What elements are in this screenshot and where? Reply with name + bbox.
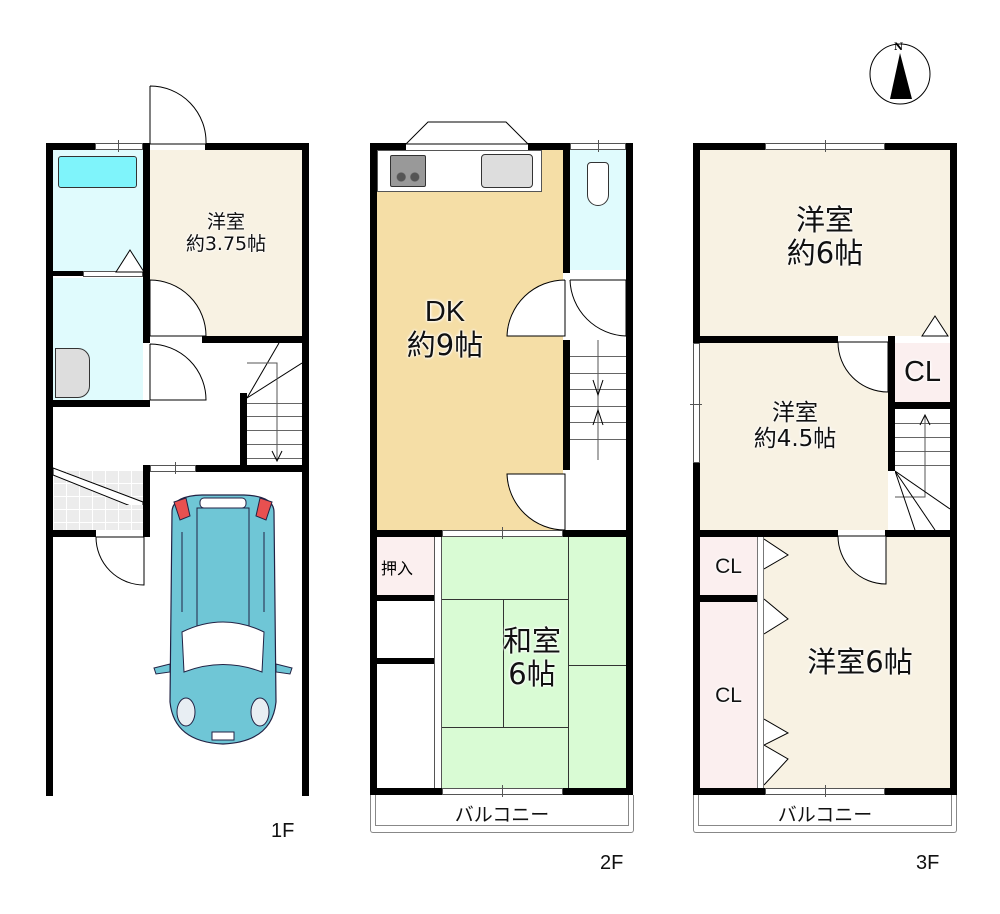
door-swing-icon	[149, 85, 207, 145]
closet-label-cl-1: CL	[903, 356, 942, 388]
floor-label-2f: 2F	[600, 852, 624, 874]
room-label-dk: DK 約9帖	[406, 296, 484, 363]
closet-label-cl-3: CL	[715, 684, 742, 707]
floor-1f: 洋室 約3.75帖 1F	[0, 0, 330, 914]
door-swing-icon	[95, 536, 145, 586]
door-swing-icon	[837, 535, 887, 585]
room-label-japanese: 和室 6帖	[502, 624, 561, 692]
room-western-6-south	[764, 537, 950, 788]
closet-cl-3	[700, 602, 757, 788]
storage-arrow-icon	[921, 315, 949, 337]
closet-cl-2	[700, 537, 757, 595]
closet-doors-icon	[764, 538, 790, 786]
floor-label-3f: 3F	[916, 852, 940, 874]
door-swing-icon	[506, 473, 566, 531]
closet-oshiire	[377, 537, 434, 595]
stairs-2f	[570, 340, 626, 470]
stairs-1f	[247, 343, 302, 465]
storage-arrow-icon	[115, 249, 145, 273]
closet-cl-1	[895, 343, 950, 403]
compass-north-label: N	[894, 42, 904, 53]
balcony-label-3f: バルコニー	[777, 804, 873, 826]
stair-arrow-up-icon	[895, 413, 950, 530]
toilet-icon	[587, 162, 609, 206]
floor-label-1f: 1F	[271, 820, 295, 842]
sink-icon	[481, 154, 533, 188]
entrance-step-icon	[53, 467, 144, 505]
balcony-2f: バルコニー	[370, 795, 634, 833]
north-compass: N	[868, 42, 932, 106]
car-icon	[153, 494, 293, 745]
door-swing-icon	[506, 279, 566, 337]
washbasin	[55, 348, 90, 398]
room-dk	[377, 150, 563, 530]
balcony-3f: バルコニー	[693, 795, 957, 833]
door-swing-icon	[149, 343, 207, 401]
stairs-3f	[895, 409, 950, 530]
stair-arrows-icon	[592, 340, 604, 460]
room-label-western-6-north: 洋室 約6帖	[786, 203, 864, 271]
room-label-western-1f: 洋室 約3.75帖	[185, 211, 267, 255]
closet-label-oshiire: 押入	[381, 559, 414, 578]
bathtub	[58, 156, 137, 188]
compass-icon	[869, 43, 931, 105]
room-western-6-north	[700, 150, 950, 336]
closet-label-cl-2: CL	[715, 555, 742, 578]
room-label-western-4-5: 洋室 約4.5帖	[753, 400, 837, 453]
stair-arrow-down-icon	[247, 343, 302, 463]
door-swing-icon	[837, 341, 889, 393]
room-japanese	[442, 537, 626, 793]
room-label-western-6-south: 洋室6帖	[807, 645, 913, 679]
bay-window-icon	[404, 121, 530, 145]
door-swing-icon	[149, 279, 207, 337]
floor-2f: 押入 バルコニー	[370, 121, 634, 874]
balcony-label-2f: バルコニー	[454, 804, 550, 826]
stove-icon	[390, 155, 426, 187]
door-swing-icon	[569, 279, 627, 337]
